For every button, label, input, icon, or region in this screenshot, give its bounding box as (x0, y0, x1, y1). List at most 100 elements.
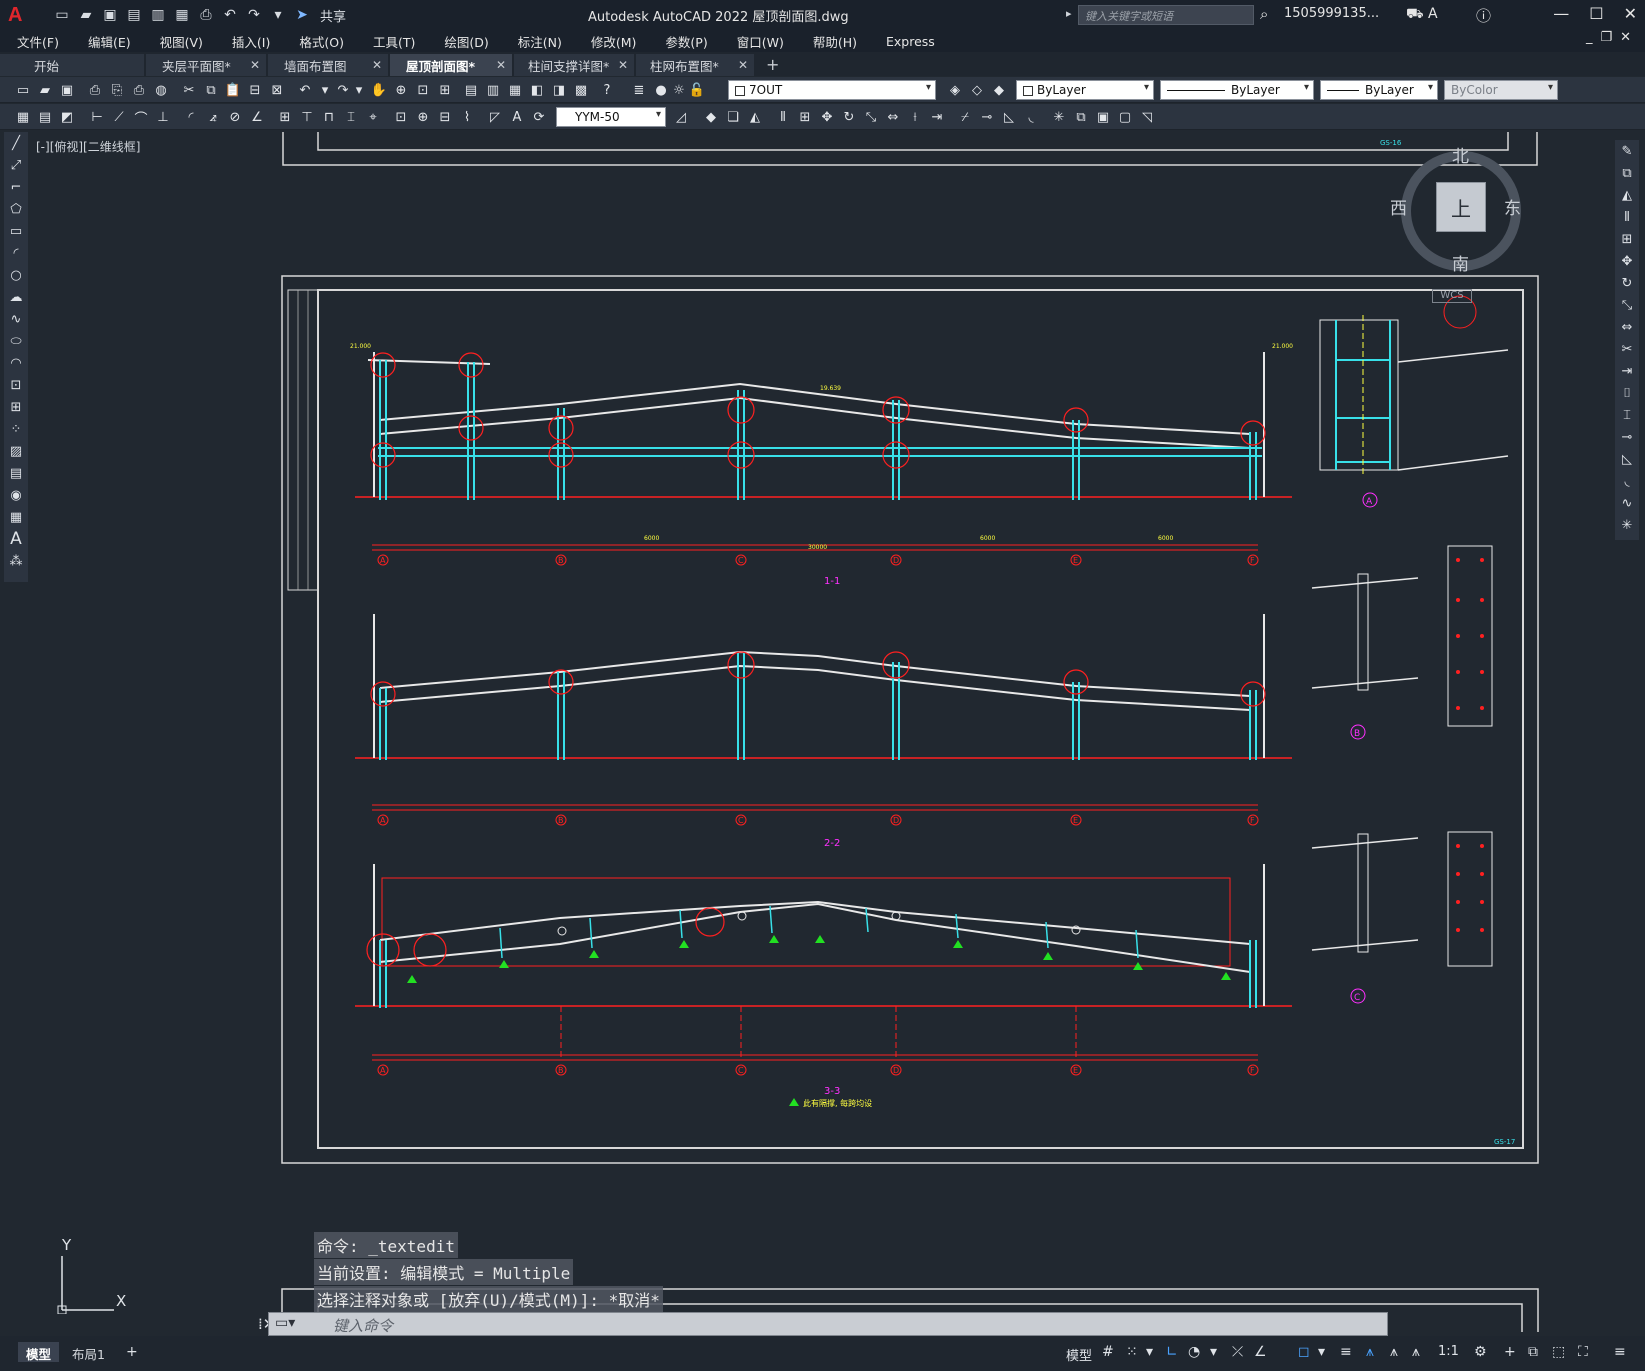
add-layout-icon[interactable]: + (126, 1344, 138, 1360)
menu-insert[interactable]: 插入(I) (231, 34, 271, 50)
customize-status-icon[interactable]: ≡ (1614, 1344, 1626, 1360)
baseline-dim-icon[interactable]: ⊤ (301, 109, 313, 125)
save-icon[interactable]: ▣ (60, 82, 74, 98)
trim-icon[interactable]: ⟊ (913, 109, 917, 125)
insert-block-icon[interactable]: ⊡ (10, 377, 22, 393)
lineweight-select[interactable]: ByLayer▾ (1320, 80, 1438, 100)
chamfer-icon[interactable]: ◺ (1622, 451, 1632, 467)
arc-length-icon[interactable]: ⌒ (134, 111, 148, 127)
menu-file[interactable]: 文件(F) (17, 34, 59, 50)
zoom-window-icon[interactable]: ⊡ (417, 82, 429, 98)
properties-icon[interactable]: ▤ (464, 82, 478, 98)
layer-state-icon[interactable]: ◆ (994, 82, 1004, 98)
cut-icon[interactable]: ✂ (183, 82, 195, 98)
annotation-visibility-icon[interactable]: ⩚ (1366, 1344, 1374, 1360)
osnap-tracking-icon[interactable]: ∠ (1254, 1344, 1267, 1360)
ordinate-dim-icon[interactable]: ⊥ (157, 109, 169, 125)
circle-icon[interactable]: ○ (10, 267, 22, 283)
layer-freeze-icon[interactable]: ☼ (673, 82, 685, 98)
close-icon[interactable]: ✕ (1623, 4, 1637, 23)
share-label[interactable]: 共享 (320, 9, 347, 25)
search-input[interactable]: 键入关键字或短语 (1078, 5, 1254, 25)
menu-edit[interactable]: 编辑(E) (87, 34, 131, 50)
make-block-icon[interactable]: ⊞ (10, 399, 22, 415)
menu-parametric[interactable]: 参数(P) (665, 34, 708, 50)
polar-dropdown-icon[interactable]: ▾ (1210, 1344, 1218, 1360)
web-save-icon[interactable]: ▦ (175, 7, 189, 23)
quick-dim-icon[interactable]: ⊞ (279, 109, 291, 125)
search-icon[interactable]: ⌕ (1260, 5, 1269, 23)
minimize-icon[interactable]: — (1553, 4, 1570, 23)
break-icon[interactable]: ⌶ (1623, 407, 1631, 423)
search-arrow-icon[interactable]: ▸ (1066, 7, 1072, 20)
help-icon[interactable]: ⓘ (1476, 7, 1492, 25)
fillet-icon[interactable]: ◟ (1624, 473, 1630, 489)
dim-update-icon[interactable]: ⟳ (533, 109, 545, 125)
move-icon[interactable]: ✥ (821, 109, 833, 125)
polar-icon[interactable]: ◔ (1188, 1344, 1201, 1360)
tab-wall-layout[interactable]: 墙面布置图✕ (268, 54, 388, 76)
join-icon[interactable]: ⊸ (1621, 429, 1633, 445)
menu-view[interactable]: 视图(V) (159, 34, 203, 50)
rectangle-icon[interactable]: ▭ (9, 223, 23, 239)
tool-palettes-icon[interactable]: ▦ (508, 82, 522, 98)
color-select[interactable]: ByLayer▾ (1016, 80, 1154, 100)
grid-icon[interactable]: # (1102, 1344, 1114, 1360)
region-icon[interactable]: ◉ (10, 487, 22, 503)
offset-icon[interactable]: ⫴ (1624, 209, 1630, 225)
gradient-icon[interactable]: ▤ (9, 465, 23, 481)
markup-icon[interactable]: ◨ (552, 82, 566, 98)
spline-icon[interactable]: ∿ (10, 311, 22, 327)
globe-icon[interactable]: ◍ (155, 82, 167, 98)
menu-help[interactable]: 帮助(H) (812, 34, 857, 50)
viewcube-north[interactable]: 北 (1452, 147, 1469, 167)
tab-roof-section[interactable]: 屋顶剖面图*✕ (390, 54, 512, 76)
mirror-icon[interactable]: ◭ (1622, 187, 1632, 203)
menu-modify[interactable]: 修改(M) (590, 34, 637, 50)
stretch-icon[interactable]: ⇔ (1621, 319, 1633, 335)
inspection-icon[interactable]: ⊟ (439, 109, 451, 125)
tab-close-icon[interactable]: ✕ (617, 58, 628, 72)
lineweight-icon[interactable]: ≡ (1340, 1344, 1352, 1360)
maximize-icon[interactable]: ☐ (1589, 4, 1604, 23)
open-icon[interactable]: ▰ (40, 82, 50, 98)
redo-icon[interactable]: ↷ (337, 82, 349, 98)
pan-icon[interactable]: ✋ (370, 82, 388, 98)
layout-tab-layout1[interactable]: 布局1 (72, 1347, 105, 1362)
annotation-monitor-icon[interactable]: + (1504, 1344, 1516, 1360)
web-open-icon[interactable]: ▥ (151, 7, 165, 23)
trim-icon[interactable]: ✂ (1621, 341, 1633, 357)
app-logo[interactable]: A (8, 3, 23, 26)
copy-object-icon[interactable]: ❏ (727, 109, 739, 125)
annotation-scale-icon[interactable]: ⩚ (1412, 1344, 1420, 1360)
plotstyle-select[interactable]: ByColor▾ (1444, 80, 1558, 100)
angular-dim-icon[interactable]: ∠ (251, 109, 263, 125)
blend-icon[interactable]: ∿ (1621, 495, 1633, 511)
extend-icon[interactable]: ⇥ (931, 109, 943, 125)
save-as-icon[interactable]: ▤ (127, 7, 141, 23)
viewcube-top-face[interactable]: 上 (1436, 182, 1486, 232)
dimstyle-select[interactable]: YYM-50▾ (556, 107, 666, 127)
paste-icon[interactable]: 📋 (224, 82, 242, 98)
new-icon[interactable]: ▭ (55, 7, 69, 23)
tab-start[interactable]: 开始 (0, 54, 144, 76)
arc-icon[interactable]: ◜ (13, 245, 19, 261)
table-icon[interactable]: ▦ (9, 509, 23, 525)
zoom-previous-icon[interactable]: ⊞ (439, 82, 451, 98)
ungroup-icon[interactable]: ▢ (1118, 109, 1132, 125)
plot-preview-icon[interactable]: ⎘ (111, 82, 123, 98)
table-icon[interactable]: ▦ (16, 109, 30, 125)
dimstyle-manager-icon[interactable]: ◿ (676, 109, 686, 125)
menu-format[interactable]: 格式(O) (299, 34, 344, 50)
dim-break-icon[interactable]: ⌖ (369, 109, 377, 125)
redo-dropdown-icon[interactable]: ▾ (355, 82, 363, 98)
new-icon[interactable]: ▭ (16, 82, 30, 98)
isodraft-icon[interactable]: ⤫ (1232, 1344, 1244, 1360)
tab-close-icon[interactable]: ✕ (737, 58, 748, 72)
make-current-layer-icon[interactable]: ◈ (950, 82, 960, 98)
rotate-icon[interactable]: ↻ (1621, 275, 1633, 291)
dim-text-edit-icon[interactable]: A (512, 109, 522, 125)
line-icon[interactable]: ╱ (12, 135, 20, 151)
share-icon[interactable]: ➤ (296, 7, 308, 23)
units-icon[interactable]: ⧉ (1528, 1344, 1538, 1360)
